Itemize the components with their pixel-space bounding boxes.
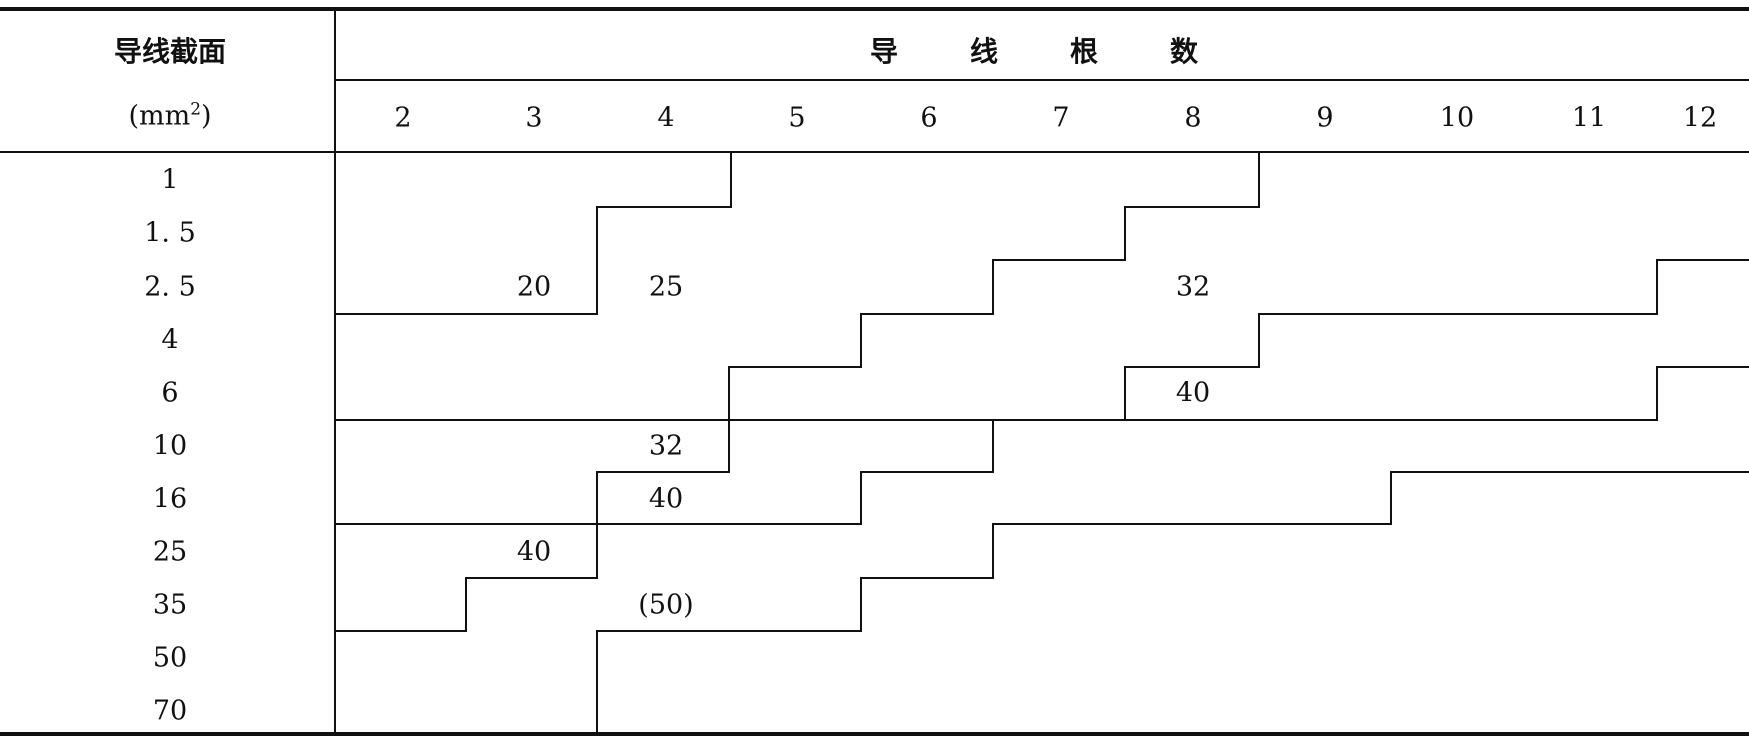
row-header: 10 (152, 430, 188, 462)
step-boundary (596, 471, 1749, 734)
cell-value: (50) (638, 589, 694, 621)
column-header: 3 (525, 102, 543, 134)
column-header: 4 (657, 102, 675, 134)
header-wire-count-char: 导 (869, 35, 899, 68)
row-header: 25 (152, 536, 188, 568)
column-header: 10 (1439, 102, 1475, 134)
header-wire-count-char: 数 (1169, 35, 1199, 68)
step-boundary (596, 152, 732, 314)
step-boundary (335, 152, 1260, 632)
column-header: 2 (394, 102, 412, 134)
header-section-label: 导线截面 (113, 35, 227, 68)
column-header: 12 (1682, 102, 1718, 134)
step-boundary (1124, 259, 1749, 420)
header-wire-count-char: 线 (969, 35, 999, 68)
row-header: 1 (161, 164, 179, 196)
row-header: 50 (152, 642, 188, 674)
row-header: 4 (161, 324, 179, 356)
row-header: 6 (161, 377, 179, 409)
row-header: 2. 5 (144, 271, 196, 303)
column-header: 8 (1184, 102, 1202, 134)
column-header: 6 (920, 102, 938, 134)
row-header: 70 (152, 695, 188, 727)
row-header: 1. 5 (144, 217, 196, 249)
cell-value: 40 (648, 483, 684, 515)
cell-value: 25 (648, 271, 684, 303)
cell-value: 32 (648, 430, 684, 462)
cell-value: 32 (1175, 271, 1211, 303)
row-header: 16 (152, 483, 188, 515)
step-boundary (335, 366, 1749, 421)
header-wire-count-char: 根 (1069, 35, 1099, 68)
column-header: 5 (788, 102, 806, 134)
cell-value: 20 (516, 271, 552, 303)
row-header: 35 (152, 589, 188, 621)
cell-value: 40 (1175, 377, 1211, 409)
column-header: 7 (1052, 102, 1070, 134)
header-section-unit: (mm2) (128, 99, 212, 132)
cell-value: 40 (516, 536, 552, 568)
column-header: 11 (1571, 102, 1607, 134)
column-header: 9 (1316, 102, 1334, 134)
step-boundary (335, 420, 994, 525)
